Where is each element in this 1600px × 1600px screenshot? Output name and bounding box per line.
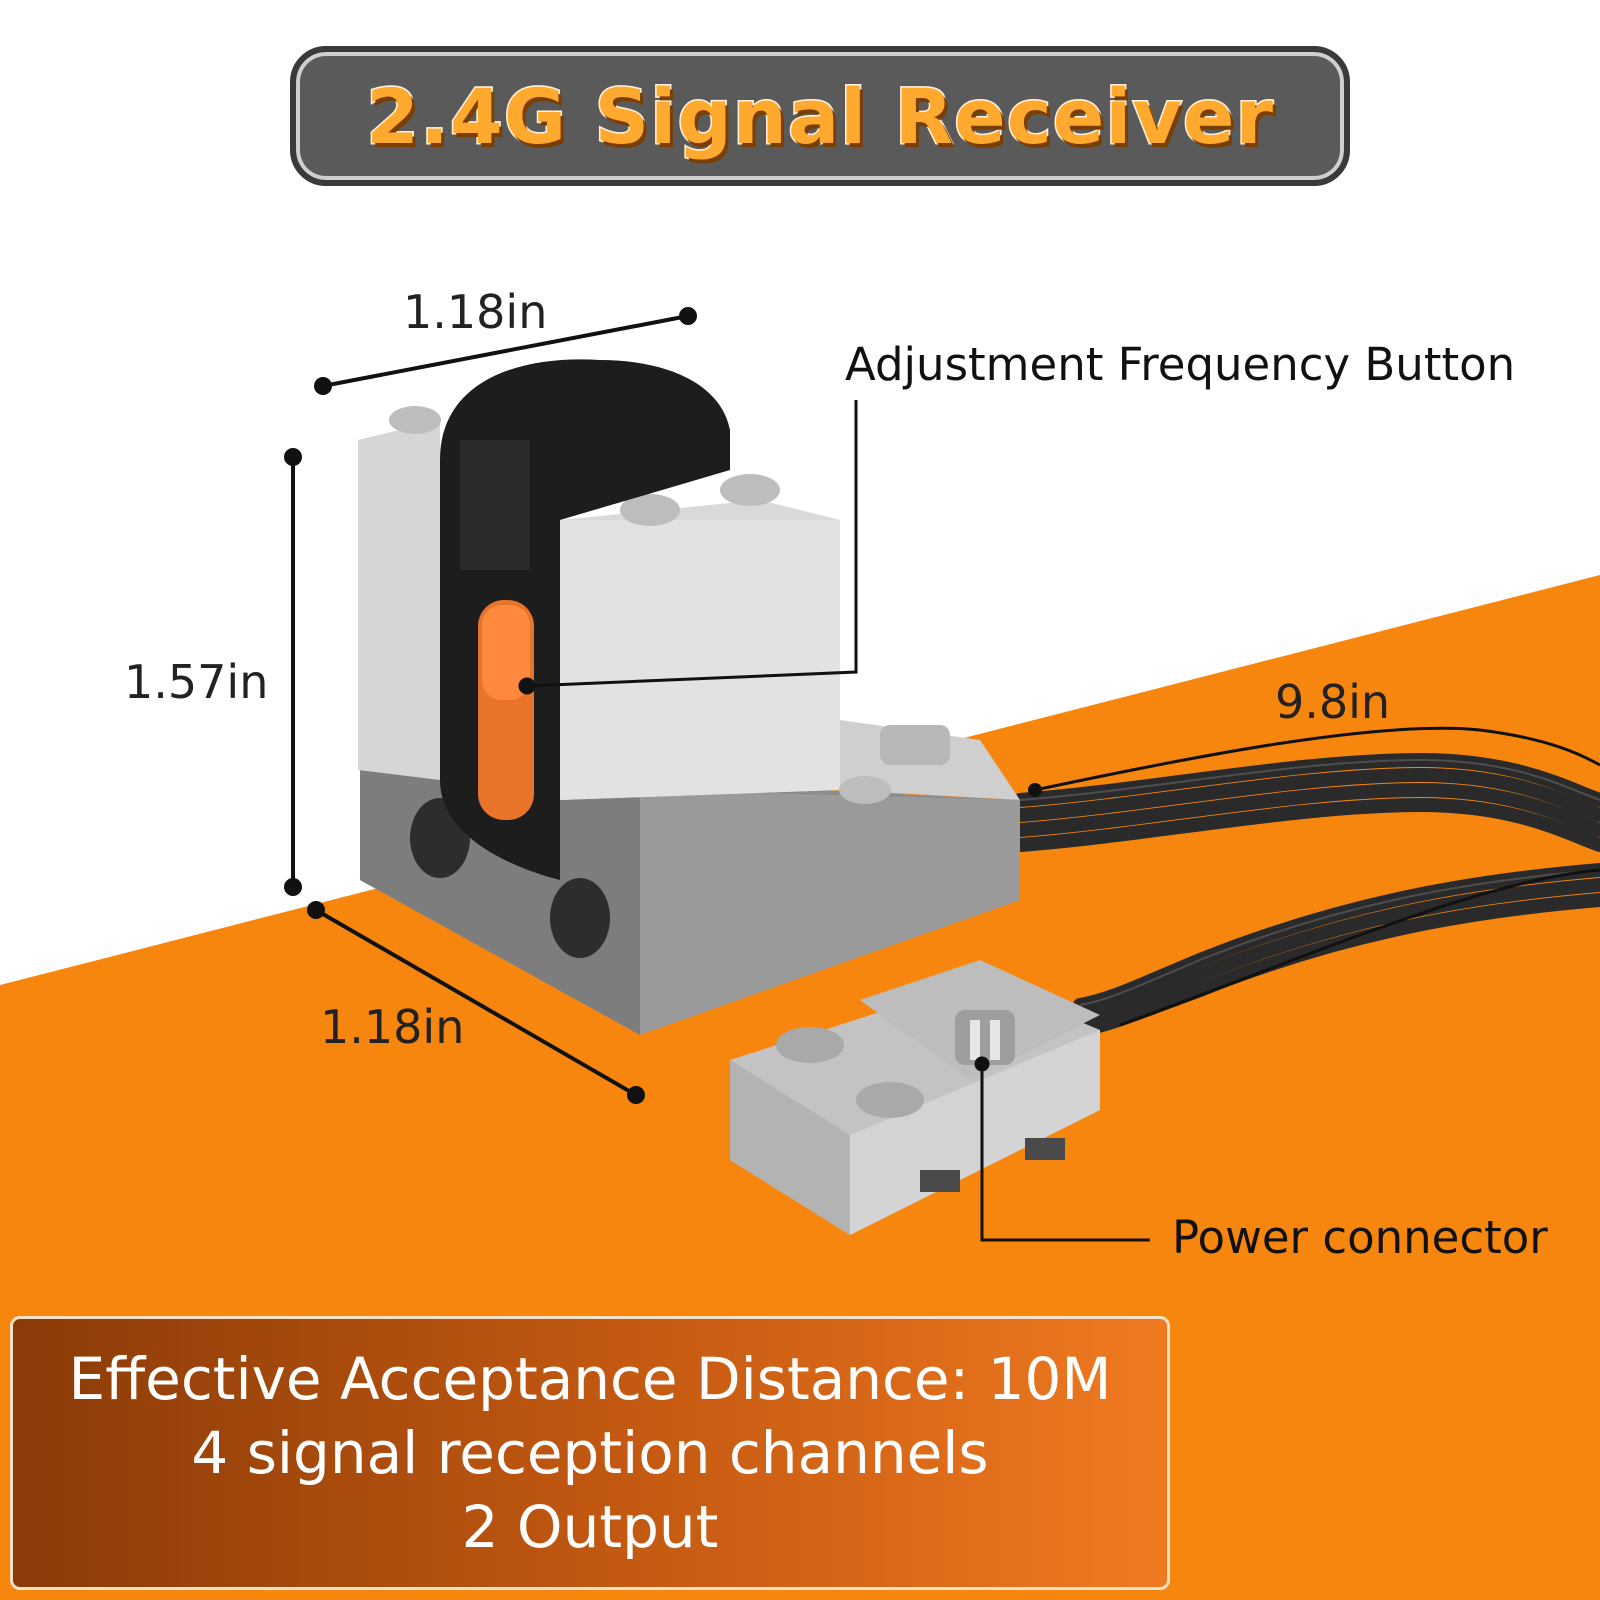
- page-title: 2.4G Signal Receiver: [365, 70, 1275, 162]
- receiver-module: [358, 359, 1020, 1035]
- spec-channels: 4 signal reception channels: [191, 1419, 989, 1487]
- cable-dimension-arc: [1034, 726, 1600, 792]
- dimension-cable-length: 9.8in: [1275, 675, 1391, 729]
- callout-adjustment-button: Adjustment Frequency Button: [845, 338, 1516, 391]
- dimension-lines: [284, 307, 697, 1104]
- spec-output: 2 Output: [461, 1493, 719, 1561]
- dimension-height: 1.57in: [124, 655, 269, 709]
- spec-distance: Effective Acceptance Distance: 10M: [68, 1345, 1112, 1413]
- callout-leaders: [518, 400, 1150, 1242]
- spec-panel: Effective Acceptance Distance: 10M 4 sig…: [10, 1316, 1170, 1590]
- dimension-top-width: 1.18in: [403, 285, 548, 339]
- dimension-bottom-width: 1.18in: [320, 1000, 465, 1054]
- axle-hole-2: [550, 878, 610, 958]
- power-connector-brick: [730, 960, 1100, 1235]
- title-banner: 2.4G Signal Receiver: [290, 46, 1350, 186]
- callout-power-connector: Power connector: [1172, 1211, 1548, 1264]
